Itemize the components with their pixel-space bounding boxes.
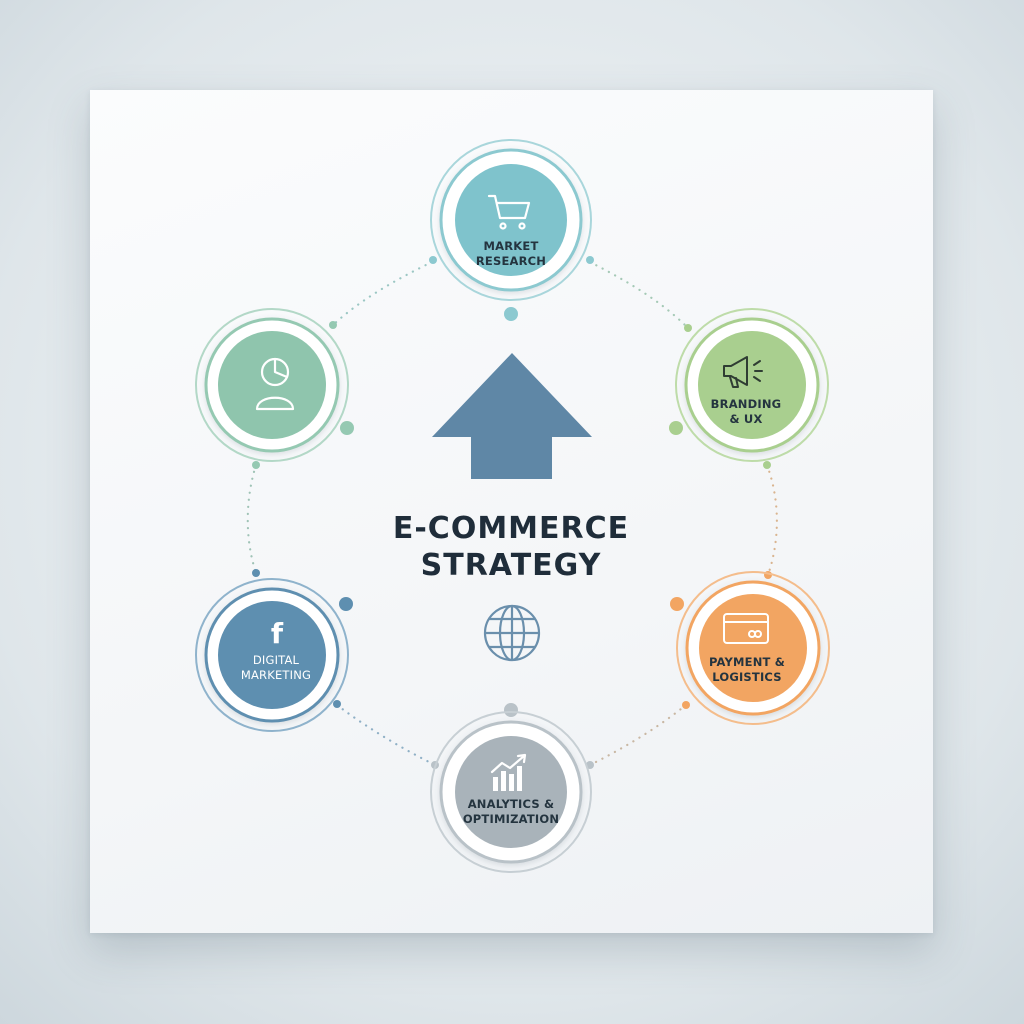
node-outer-ring	[430, 711, 592, 873]
connector-dot	[670, 597, 684, 611]
node-analytics-optimization[interactable]: ANALYTICS & OPTIMIZATION	[430, 711, 592, 873]
node-label-line2: MARKETING	[241, 668, 311, 682]
shopping-cart-icon	[487, 194, 531, 230]
connector-dot	[586, 256, 594, 264]
node-market-research[interactable]: MARKET RESEARCH	[430, 139, 592, 301]
connector-top-right	[588, 260, 690, 330]
credit-card-icon	[723, 613, 769, 644]
node-customer-insights[interactable]	[195, 308, 349, 462]
connector-right	[765, 463, 778, 577]
connector-dot	[504, 307, 518, 321]
node-fill	[455, 736, 567, 848]
bar-chart-icon	[490, 753, 527, 791]
connector-dot	[684, 324, 692, 332]
node-fill	[218, 601, 326, 709]
connector-dot	[339, 597, 353, 611]
node-label-line2: OPTIMIZATION	[463, 812, 559, 826]
node-label-line1: BRANDING	[711, 397, 782, 411]
connector-dot	[669, 421, 683, 435]
node-label-line1: DIGITAL	[253, 653, 300, 667]
title-line1: E-COMMERCE	[393, 511, 629, 546]
node-label-line1: PAYMENT &	[709, 655, 785, 669]
connector-bottom-left	[335, 703, 437, 767]
user-chart-icon	[255, 357, 295, 411]
node-label-line2: & UX	[729, 412, 762, 426]
node-outer-ring	[675, 308, 829, 462]
globe-icon	[483, 604, 541, 662]
node-label-line1: MARKET	[483, 239, 538, 253]
node-label-line2: RESEARCH	[476, 254, 546, 268]
megaphone-icon	[723, 356, 763, 388]
up-arrow-icon	[432, 353, 592, 479]
title-line2: STRATEGY	[421, 548, 602, 583]
node-branding-ux[interactable]: BRANDING & UX	[675, 308, 829, 462]
connector-dot	[329, 321, 337, 329]
node-fill	[455, 164, 567, 276]
node-fill	[698, 331, 806, 439]
connector-left	[246, 463, 258, 575]
svg-text:f: f	[271, 617, 284, 650]
connector-lines	[246, 260, 778, 767]
connector-dot	[340, 421, 354, 435]
node-label-line2: LOGISTICS	[712, 670, 782, 684]
node-payment-logistics[interactable]: PAYMENT & LOGISTICS	[676, 571, 830, 725]
connector-dot	[252, 569, 260, 577]
connector-dot	[504, 703, 518, 717]
node-outer-ring	[430, 139, 592, 301]
node-digital-marketing[interactable]: f DIGITAL MARKETING	[195, 578, 349, 732]
connector-dot	[682, 701, 690, 709]
node-outer-ring	[195, 578, 349, 732]
node-fill	[699, 594, 807, 702]
facebook-icon: f	[271, 617, 284, 650]
connector-dot	[333, 700, 341, 708]
connector-dot	[429, 256, 437, 264]
node-outer-ring	[195, 308, 349, 462]
connector-bottom-right	[588, 703, 688, 767]
connector-dot	[252, 461, 260, 469]
connector-dot	[763, 461, 771, 469]
connector-dots	[252, 256, 772, 769]
connector-top-left	[331, 260, 434, 327]
node-label-line1: ANALYTICS &	[468, 797, 555, 811]
node-outer-ring	[676, 571, 830, 725]
